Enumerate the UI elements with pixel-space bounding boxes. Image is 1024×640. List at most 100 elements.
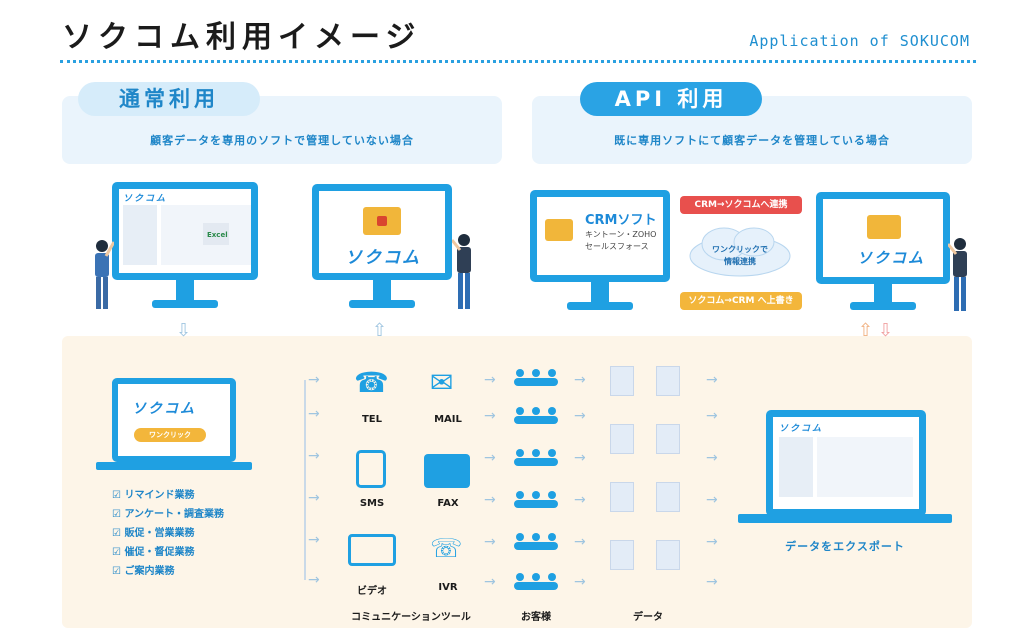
customers-group-icon (514, 449, 558, 466)
task-item: ☑ 催促・督促業務 (112, 547, 195, 558)
tool-video-label: ビデオ (357, 586, 387, 597)
person-figure-left (95, 240, 114, 309)
arrow-icon: → (308, 448, 320, 464)
tool-mail-label: MAIL (434, 414, 462, 425)
export-main-panel (817, 437, 913, 497)
task-item: ☑ 販促・営業業務 (112, 528, 195, 539)
lock-icon (377, 216, 387, 226)
task-item: ☑ ご案内業務 (112, 566, 175, 577)
document-icon (656, 366, 680, 396)
customers-group-icon (514, 407, 558, 424)
cloud-line-1: ワンクリックで (712, 245, 768, 254)
arrow-icon: → (484, 492, 496, 508)
arrow-icon: → (308, 372, 320, 388)
document-icon (610, 482, 634, 512)
arrow-icon: → (308, 572, 320, 588)
person-figure-center (452, 234, 471, 309)
arrow-icon: → (706, 574, 718, 590)
monitor-sokucom: ソクコム (312, 184, 452, 312)
column-label-tools: コミュニケーションツール (351, 612, 471, 623)
person-figure-right (948, 238, 967, 311)
normal-use-description: 顧客データを専用のソフトで管理していない場合 (150, 134, 414, 147)
laptop-export: ソクコム (766, 410, 926, 516)
column-label-customers: お客様 (521, 612, 551, 623)
arrow-icon: → (706, 450, 718, 466)
sync-up-arrow-icon: ⇧ (858, 320, 874, 341)
mail-icon: ✉ (430, 366, 454, 399)
tool-tel-label: TEL (361, 414, 383, 425)
folder-icon-right (867, 215, 901, 239)
document-icon (656, 482, 680, 512)
api-use-description: 既に専用ソフトにて顧客データを管理している場合 (614, 134, 890, 147)
task-item: ☑ アンケート・調査業務 (112, 509, 225, 520)
excel-label: Excel (207, 231, 228, 239)
laptop-one-click: ソクコム ワンクリック (112, 378, 236, 462)
monitor-crm: CRMソフト キントーン・ZOHO セールスフォース (530, 190, 670, 316)
monitor-logo: ソクコム (123, 194, 168, 204)
sms-icon (356, 450, 386, 488)
customers-group-icon (514, 533, 558, 550)
api-use-pill: API 利用 (580, 82, 762, 116)
customers-group-icon (514, 491, 558, 508)
column-label-data: データ (633, 612, 663, 623)
document-icon (610, 366, 634, 396)
arrow-icon: → (574, 408, 586, 424)
arrow-icon: → (706, 408, 718, 424)
arrow-icon: → (484, 408, 496, 424)
one-click-button[interactable]: ワンクリック (134, 428, 206, 442)
arrow-icon: → (574, 534, 586, 550)
arrow-icon: → (484, 372, 496, 388)
cloud-icon (689, 227, 791, 277)
video-icon (348, 534, 396, 566)
arrow-icon: → (574, 492, 586, 508)
fax-icon (424, 454, 470, 488)
export-laptop-logo: ソクコム (779, 424, 824, 434)
sync-down-arrow-icon: ⇩ (878, 320, 894, 341)
down-arrow-icon: ⇩ (176, 320, 192, 341)
task-list: ☑ リマインド業務 ☑ アンケート・調査業務 ☑ 販促・営業業務 ☑ 催促・督促… (112, 486, 224, 581)
dotted-divider (60, 60, 976, 63)
normal-use-pill: 通常利用 (78, 82, 260, 116)
up-arrow-icon: ⇧ (372, 320, 388, 341)
arrow-icon: → (484, 534, 496, 550)
arrow-icon: → (484, 450, 496, 466)
tool-sms-label: SMS (359, 498, 385, 509)
arrow-icon: → (706, 372, 718, 388)
sokucom-to-crm-tag: ソクコム→CRM へ上書き (680, 292, 802, 310)
file-icon (203, 223, 229, 245)
tool-fax-label: FAX (437, 498, 459, 509)
phone-icon: ☎ (354, 366, 389, 399)
bracket-line (304, 380, 306, 580)
page-title: ソクコム利用イメージ (62, 20, 422, 55)
export-label: データをエクスポート (785, 540, 905, 553)
document-icon (610, 424, 634, 454)
task-item: ☑ リマインド業務 (112, 490, 195, 501)
document-icon (656, 424, 680, 454)
cloud-line-2: 情報連携 (724, 257, 756, 266)
crm-folder-icon (545, 219, 573, 241)
arrow-icon: → (308, 406, 320, 422)
laptop-logo: ソクコム (132, 401, 196, 417)
customers-group-icon (514, 573, 558, 590)
ivr-icon: ☏ (430, 534, 463, 564)
tool-ivr-label: IVR (438, 582, 458, 593)
crm-line-2: セールスフォース (585, 242, 649, 251)
arrow-icon: → (308, 490, 320, 506)
arrow-icon: → (574, 450, 586, 466)
arrow-icon: → (706, 492, 718, 508)
document-icon (610, 540, 634, 570)
arrow-icon: → (574, 574, 586, 590)
document-icon (656, 540, 680, 570)
arrow-icon: → (484, 574, 496, 590)
sokucom-logo-right: ソクコム (857, 249, 926, 267)
arrow-icon: → (706, 534, 718, 550)
crm-to-sokucom-tag: CRM→ソクコムへ連携 (680, 196, 802, 214)
list-panel (123, 205, 157, 265)
arrow-icon: → (574, 372, 586, 388)
monitor-excel: ソクコム Excel (112, 182, 258, 312)
crm-title: CRMソフト (585, 213, 657, 228)
crm-line-1: キントーン・ZOHO (585, 230, 657, 239)
monitor-sokucom-right: ソクコム (816, 192, 950, 316)
export-laptop-base (738, 514, 952, 523)
laptop-base (96, 462, 252, 470)
